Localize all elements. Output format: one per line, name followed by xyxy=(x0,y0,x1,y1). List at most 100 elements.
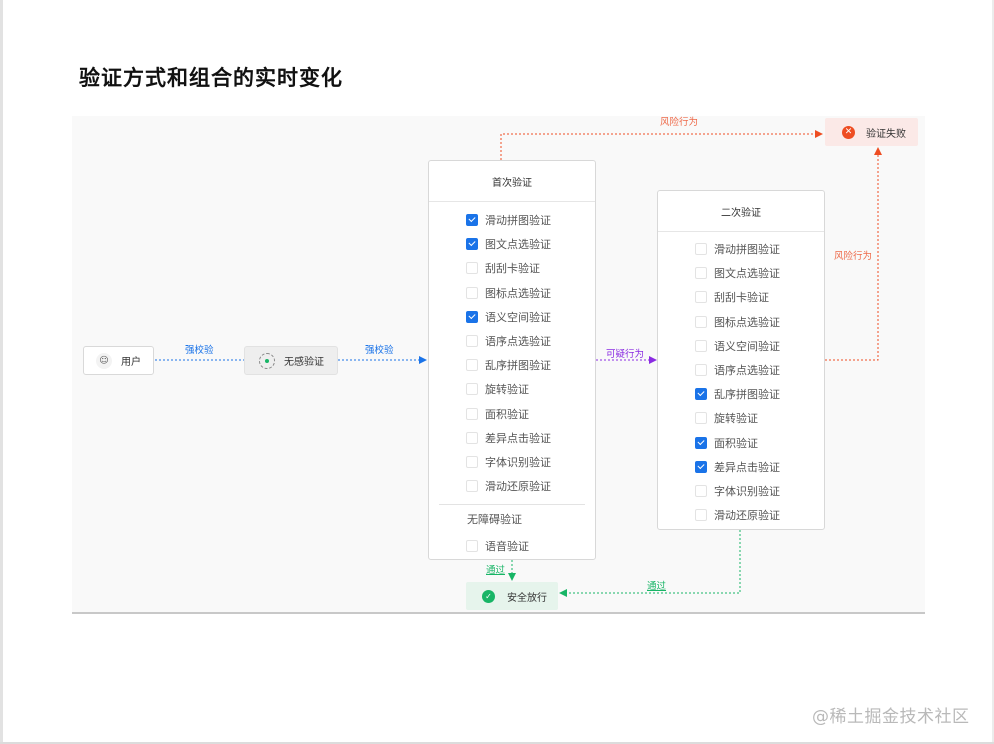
success-check-icon: ✓ xyxy=(482,589,495,603)
second-check-option[interactable]: 滑动还原验证 xyxy=(695,507,780,523)
nosense-node: 无感验证 xyxy=(244,346,338,375)
checkbox-unchecked[interactable] xyxy=(466,383,478,396)
second-check-option[interactable]: 语义空间验证 xyxy=(695,338,780,354)
edge-label-first-second: 可疑行为 xyxy=(606,349,645,360)
error-icon: ✕ xyxy=(842,125,855,139)
checkbox-unchecked[interactable] xyxy=(466,431,478,444)
checkbox-unchecked[interactable] xyxy=(466,286,478,299)
checkbox-unchecked[interactable] xyxy=(466,262,478,275)
option-label: 乱序拼图验证 xyxy=(485,359,551,373)
edge-label-user-nosense: 强校验 xyxy=(185,345,214,356)
checkbox-unchecked[interactable] xyxy=(695,485,707,497)
option-label: 语义空间验证 xyxy=(485,310,551,324)
first-check-option[interactable]: 旋转验证 xyxy=(466,381,529,397)
option-label: 差异点击验证 xyxy=(714,460,780,474)
second-check-option[interactable]: 语序点选验证 xyxy=(695,362,780,378)
option-label: 滑动还原验证 xyxy=(714,509,780,523)
second-check-option[interactable]: 刮刮卡验证 xyxy=(695,289,769,305)
checkbox-checked[interactable] xyxy=(466,310,478,323)
checkbox-unchecked[interactable] xyxy=(695,291,707,304)
checkbox-unchecked[interactable] xyxy=(695,339,707,352)
first-check-option[interactable]: 语义空间验证 xyxy=(466,309,551,325)
first-check-option[interactable]: 语序点选验证 xyxy=(466,333,551,349)
user-icon: ☺ xyxy=(96,352,112,369)
option-label: 图文点选验证 xyxy=(485,238,551,252)
checkbox-checked[interactable] xyxy=(466,214,478,226)
second-check-card: 二次验证 滑动拼图验证图文点选验证刮刮卡验证图标点选验证语义空间验证语序点选验证… xyxy=(657,190,825,530)
pass-node-label: 安全放行 xyxy=(507,592,547,604)
option-label: 乱序拼图验证 xyxy=(714,388,780,402)
option-label: 语音验证 xyxy=(485,540,529,553)
first-check-option[interactable]: 差异点击验证 xyxy=(466,430,551,446)
page-title: 验证方式和组合的实时变化 xyxy=(79,65,343,90)
checkbox-checked[interactable] xyxy=(695,436,707,449)
option-label: 差异点击验证 xyxy=(485,431,551,445)
first-check-title: 首次验证 xyxy=(429,161,595,202)
first-check-option[interactable]: 滑动拼图验证 xyxy=(466,212,551,228)
second-check-option[interactable]: 图文点选验证 xyxy=(695,265,780,281)
fail-node: ✕ 验证失败 xyxy=(825,118,918,146)
first-check-option[interactable]: 乱序拼图验证 xyxy=(466,357,551,373)
checkbox-unchecked[interactable] xyxy=(466,359,478,372)
option-label: 旋转验证 xyxy=(485,383,529,397)
user-node: ☺ 用户 xyxy=(83,346,154,375)
second-check-option[interactable]: 滑动拼图验证 xyxy=(695,241,780,257)
edge-label-nosense-first: 强校验 xyxy=(365,345,394,356)
first-check-option[interactable]: 图标点选验证 xyxy=(466,285,551,301)
first-check-option[interactable]: 滑动还原验证 xyxy=(466,478,551,494)
second-check-option[interactable]: 字体识别验证 xyxy=(695,483,780,499)
edge-second-pass xyxy=(559,530,741,597)
checkbox-unchecked[interactable] xyxy=(466,456,478,468)
checkbox-unchecked[interactable] xyxy=(695,412,707,425)
page-right-border xyxy=(992,0,994,744)
edge-first-fail xyxy=(500,130,823,160)
checkbox-unchecked[interactable] xyxy=(466,480,478,493)
option-label: 面积验证 xyxy=(485,407,529,421)
checkbox-unchecked[interactable] xyxy=(466,335,478,347)
first-check-option[interactable]: 面积验证 xyxy=(466,406,529,422)
section-divider xyxy=(439,504,585,505)
option-label: 滑动拼图验证 xyxy=(485,214,551,227)
second-check-option[interactable]: 差异点击验证 xyxy=(695,459,780,475)
checkbox-unchecked[interactable] xyxy=(695,243,707,255)
checkbox-unchecked[interactable] xyxy=(695,364,707,376)
checkbox-unchecked[interactable] xyxy=(466,540,478,552)
user-node-label: 用户 xyxy=(121,357,141,368)
option-label: 字体识别验证 xyxy=(485,456,551,469)
second-check-title: 二次验证 xyxy=(658,191,824,232)
option-label: 旋转验证 xyxy=(714,412,758,426)
accessible-option[interactable]: 语音验证 xyxy=(466,538,529,554)
accessible-section-title: 无障碍验证 xyxy=(467,513,522,526)
checkbox-checked[interactable] xyxy=(695,388,707,401)
option-label: 滑动还原验证 xyxy=(485,480,551,494)
target-icon xyxy=(259,352,275,369)
first-check-option[interactable]: 刮刮卡验证 xyxy=(466,260,540,276)
option-label: 语序点选验证 xyxy=(485,335,551,348)
first-check-option[interactable]: 字体识别验证 xyxy=(466,454,551,470)
option-label: 图标点选验证 xyxy=(485,286,551,300)
checkbox-checked[interactable] xyxy=(466,238,478,251)
second-check-option[interactable]: 乱序拼图验证 xyxy=(695,386,780,402)
option-label: 刮刮卡验证 xyxy=(485,262,540,276)
checkbox-unchecked[interactable] xyxy=(695,509,707,522)
checkbox-unchecked[interactable] xyxy=(466,407,478,420)
edge-second-fail xyxy=(825,147,882,361)
second-check-option[interactable]: 旋转验证 xyxy=(695,410,758,426)
checkbox-checked[interactable] xyxy=(695,460,707,473)
option-label: 刮刮卡验证 xyxy=(714,291,769,305)
page-left-border xyxy=(0,0,3,744)
option-label: 面积验证 xyxy=(714,436,758,450)
watermark: @稀土掘金技术社区 xyxy=(812,707,970,727)
second-check-option[interactable]: 图标点选验证 xyxy=(695,314,780,330)
page-bottom-border xyxy=(0,742,994,744)
option-label: 图标点选验证 xyxy=(714,315,780,329)
checkbox-unchecked[interactable] xyxy=(695,267,707,280)
first-check-option[interactable]: 图文点选验证 xyxy=(466,236,551,252)
option-label: 语义空间验证 xyxy=(714,339,780,353)
checkbox-unchecked[interactable] xyxy=(695,315,707,328)
option-label: 字体识别验证 xyxy=(714,485,780,498)
pass-node: ✓ 安全放行 xyxy=(466,582,558,610)
nosense-node-label: 无感验证 xyxy=(284,357,324,368)
second-check-option[interactable]: 面积验证 xyxy=(695,435,758,451)
